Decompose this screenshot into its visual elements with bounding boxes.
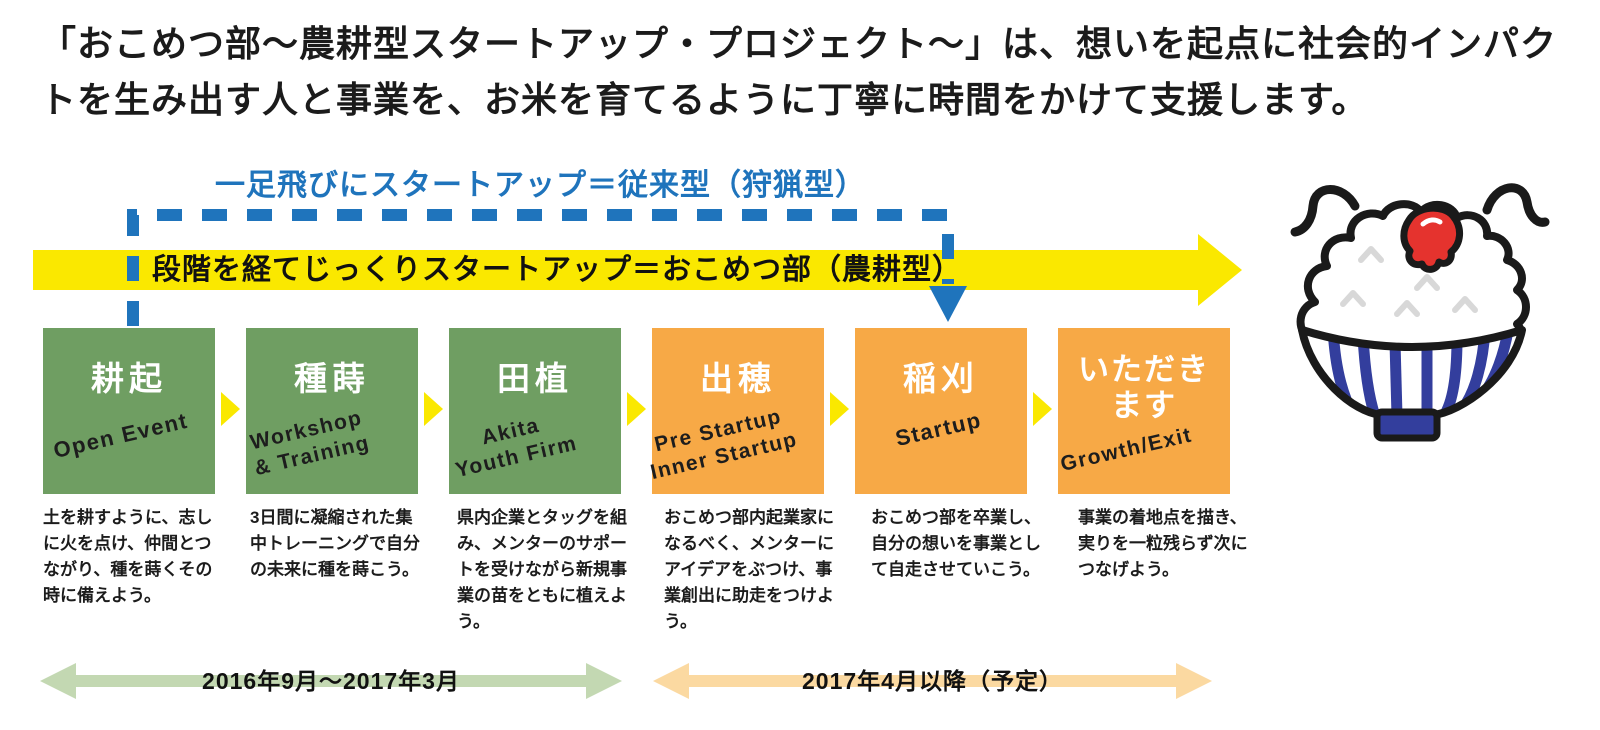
stage-name-jp: 耕起 — [91, 360, 167, 397]
next-stage-triangle-icon — [424, 392, 443, 426]
stage-name-jp: 種蒔 — [294, 360, 370, 397]
farming-route-label: 段階を経てじっくりスタートアップ＝おこめつ部（農耕型） — [152, 254, 963, 286]
bowl-foot — [1373, 408, 1441, 442]
stage-descriptions-row: 土を耕すように、志しに火を点け、仲間とつながり、種を蒔くその時に備えよう。 3日… — [43, 505, 1254, 635]
stage-box-inekari: 稲刈 Startup — [855, 328, 1027, 494]
page-title: 「おこめつ部〜農耕型スタートアップ・プロジェクト〜」は、想いを起点に社会的インパ… — [40, 23, 1558, 120]
stage-name-jp: 稲刈 — [903, 360, 979, 397]
period-label: 2017年4月以降（予定） — [802, 668, 1063, 694]
stage-name-jp: 田植 — [497, 360, 573, 397]
stage-box-shussui: 出穂 Pre Startup Inner Startup — [648, 328, 824, 494]
next-stage-triangle-icon — [830, 392, 849, 426]
stage-desc: 土を耕すように、志しに火を点け、仲間とつながり、種を蒔くその時に備えよう。 — [43, 508, 213, 605]
period-arrow-2017: 2017年4月以降（予定） — [653, 663, 1212, 699]
stage-desc: おこめつ部内起業家になるべく、メンターにアイデアをぶつけ、事業創出に助走をつけよ… — [664, 508, 834, 631]
stage-box-tanemaki: 種蒔 Workshop & Training — [246, 328, 418, 494]
stage-name-en: Akita Youth Firm — [453, 413, 580, 482]
arrow-bar — [66, 675, 596, 687]
stage-box-taue: 田植 Akita Youth Firm — [449, 328, 621, 494]
stage-desc: 3日間に凝縮された集中トレーニングで自分の未来に種を蒔こう。 — [250, 508, 420, 579]
next-stage-triangle-icon — [1033, 392, 1052, 426]
stages-row: 耕起 Open Event 種蒔 Workshop & Training 田植 … — [43, 328, 1230, 494]
steam-icon — [1290, 183, 1550, 237]
stage-box-kouki: 耕起 Open Event — [43, 328, 215, 494]
stage-name-en: Startup — [893, 406, 984, 451]
arrow-bar — [679, 675, 1186, 687]
hunting-route-arrowhead — [929, 286, 967, 322]
stage-name-jp: いただき ます — [1078, 352, 1210, 423]
umeboshi-shine — [1420, 217, 1443, 227]
arrow-right-icon — [1176, 663, 1212, 699]
next-stage-triangle-icon — [627, 392, 646, 426]
hunting-route-label: 一足飛びにスタートアップ＝従来型（狩猟型） — [215, 169, 866, 202]
next-stage-triangle-icon — [221, 392, 240, 426]
stage-name-en: Growth/Exit — [1058, 423, 1195, 476]
stage-box-itadakimasu: いただき ます Growth/Exit — [1058, 328, 1230, 494]
umeboshi-icon — [1400, 204, 1463, 273]
stage-desc: 県内企業とタッグを組み、メンターのサポートを受けながら新規事業の苗をともに植えよ… — [457, 508, 627, 631]
rice-grain-marks — [1340, 246, 1478, 317]
rice-bowl-illustration — [1290, 183, 1550, 442]
stage-name-en: Workshop & Training — [248, 405, 373, 480]
stage-name-jp: 出穂 — [700, 360, 776, 397]
stage-name-en: Open Event — [51, 407, 191, 463]
period-label: 2016年9月〜2017年3月 — [202, 668, 460, 694]
stage-name-en: Pre Startup Inner Startup — [648, 404, 800, 484]
bowl-outline — [1298, 326, 1526, 419]
arrow-right-icon — [586, 663, 622, 699]
period-arrow-2016: 2016年9月〜2017年3月 — [40, 663, 622, 699]
stage-desc: 事業の着地点を描き、実りを一粒残らず次につなげよう。 — [1078, 508, 1248, 579]
stage-desc: おこめつ部を卒業し、自分の想いを事業として自走させていこう。 — [871, 508, 1041, 579]
